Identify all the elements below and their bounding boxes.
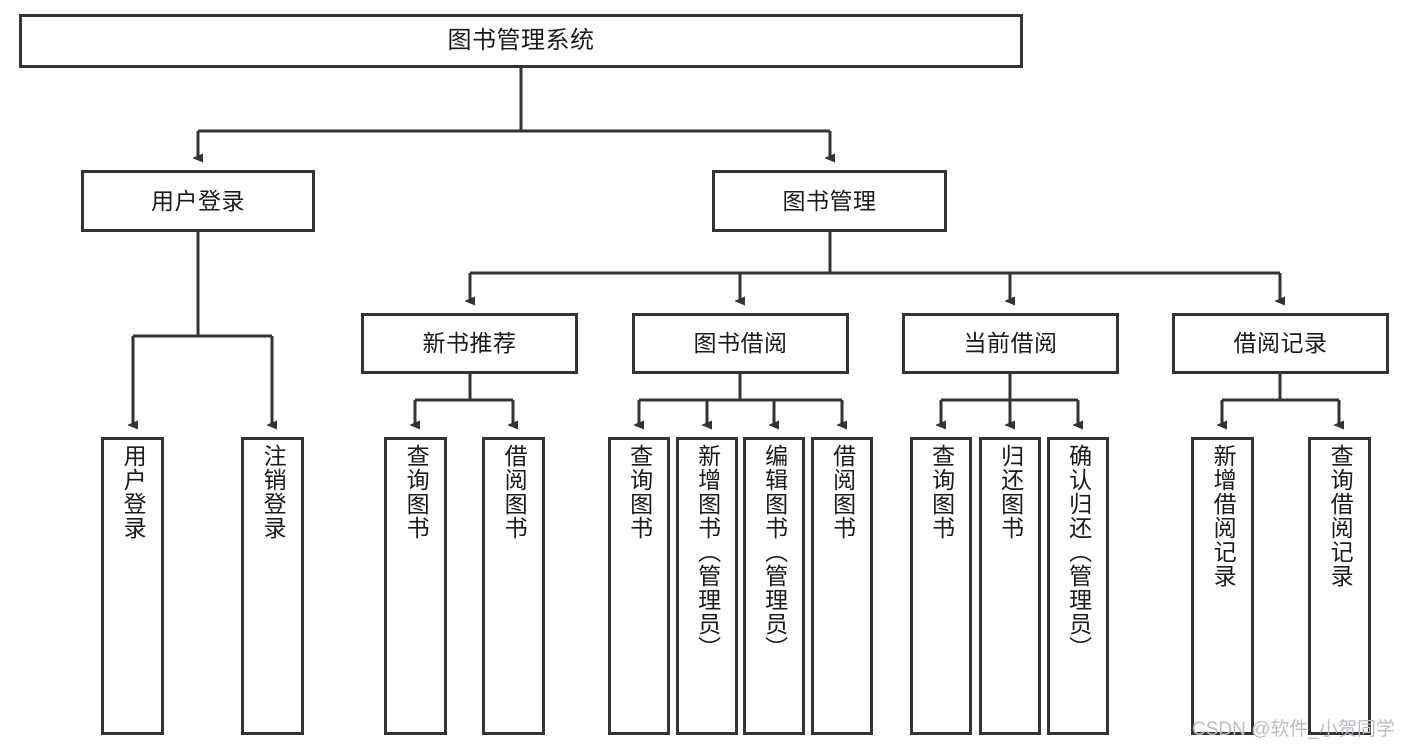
node-label: 新增图书（管理员） (694, 444, 721, 660)
leaf-return-books[interactable]: 归还图书 (979, 437, 1041, 735)
leaf-logout[interactable]: 注销登录 (241, 437, 304, 735)
node-borrow-record[interactable]: 借阅记录 (1172, 313, 1389, 374)
node-book-management[interactable]: 图书管理 (712, 170, 947, 232)
node-label: 注销登录 (260, 444, 287, 540)
leaf-add-borrow-record[interactable]: 新增借阅记录 (1191, 437, 1254, 735)
node-book-borrow[interactable]: 图书借阅 (632, 313, 849, 374)
node-label: 用户登录 (151, 187, 245, 214)
leaf-user-login[interactable]: 用户登录 (101, 437, 164, 735)
node-label: 编辑图书（管理员） (761, 444, 788, 660)
node-root-system[interactable]: 图书管理系统 (19, 14, 1023, 68)
node-label: 当前借阅 (963, 330, 1058, 357)
leaf-add-book-admin[interactable]: 新增图书（管理员） (676, 437, 738, 735)
node-label: 借阅图书 (829, 444, 856, 540)
node-current-borrow[interactable]: 当前借阅 (902, 313, 1119, 374)
leaf-query-books-current[interactable]: 查询图书 (910, 437, 972, 735)
leaf-confirm-return-admin[interactable]: 确认归还（管理员） (1047, 437, 1109, 735)
node-user-login[interactable]: 用户登录 (81, 170, 315, 232)
node-label: 借阅图书 (501, 444, 528, 540)
node-label: 查询图书 (626, 444, 653, 540)
leaf-edit-book-admin[interactable]: 编辑图书（管理员） (743, 437, 805, 735)
leaf-query-books-recommend[interactable]: 查询图书 (384, 437, 447, 735)
leaf-query-borrow-record[interactable]: 查询借阅记录 (1308, 437, 1371, 735)
node-label: 归还图书 (997, 444, 1024, 540)
watermark-text: CSDN @软件_小贺同学 (1192, 719, 1395, 740)
node-label: 确认归还（管理员） (1065, 444, 1092, 660)
node-new-book-recommend[interactable]: 新书推荐 (361, 313, 578, 374)
node-label: 图书管理系统 (447, 27, 595, 55)
node-label: 查询图书 (928, 444, 955, 540)
leaf-borrow-books-recommend[interactable]: 借阅图书 (482, 437, 545, 735)
node-label: 新书推荐 (422, 330, 517, 357)
leaf-borrow-books[interactable]: 借阅图书 (811, 437, 873, 735)
node-label: 查询图书 (403, 444, 430, 540)
node-label: 用户登录 (120, 444, 147, 540)
leaf-query-books-borrow[interactable]: 查询图书 (608, 437, 670, 735)
node-label: 借阅记录 (1233, 330, 1328, 357)
node-label: 新增借阅记录 (1210, 444, 1237, 588)
node-label: 图书借阅 (693, 330, 788, 357)
node-label: 图书管理 (782, 187, 877, 214)
node-label: 查询借阅记录 (1327, 444, 1354, 588)
